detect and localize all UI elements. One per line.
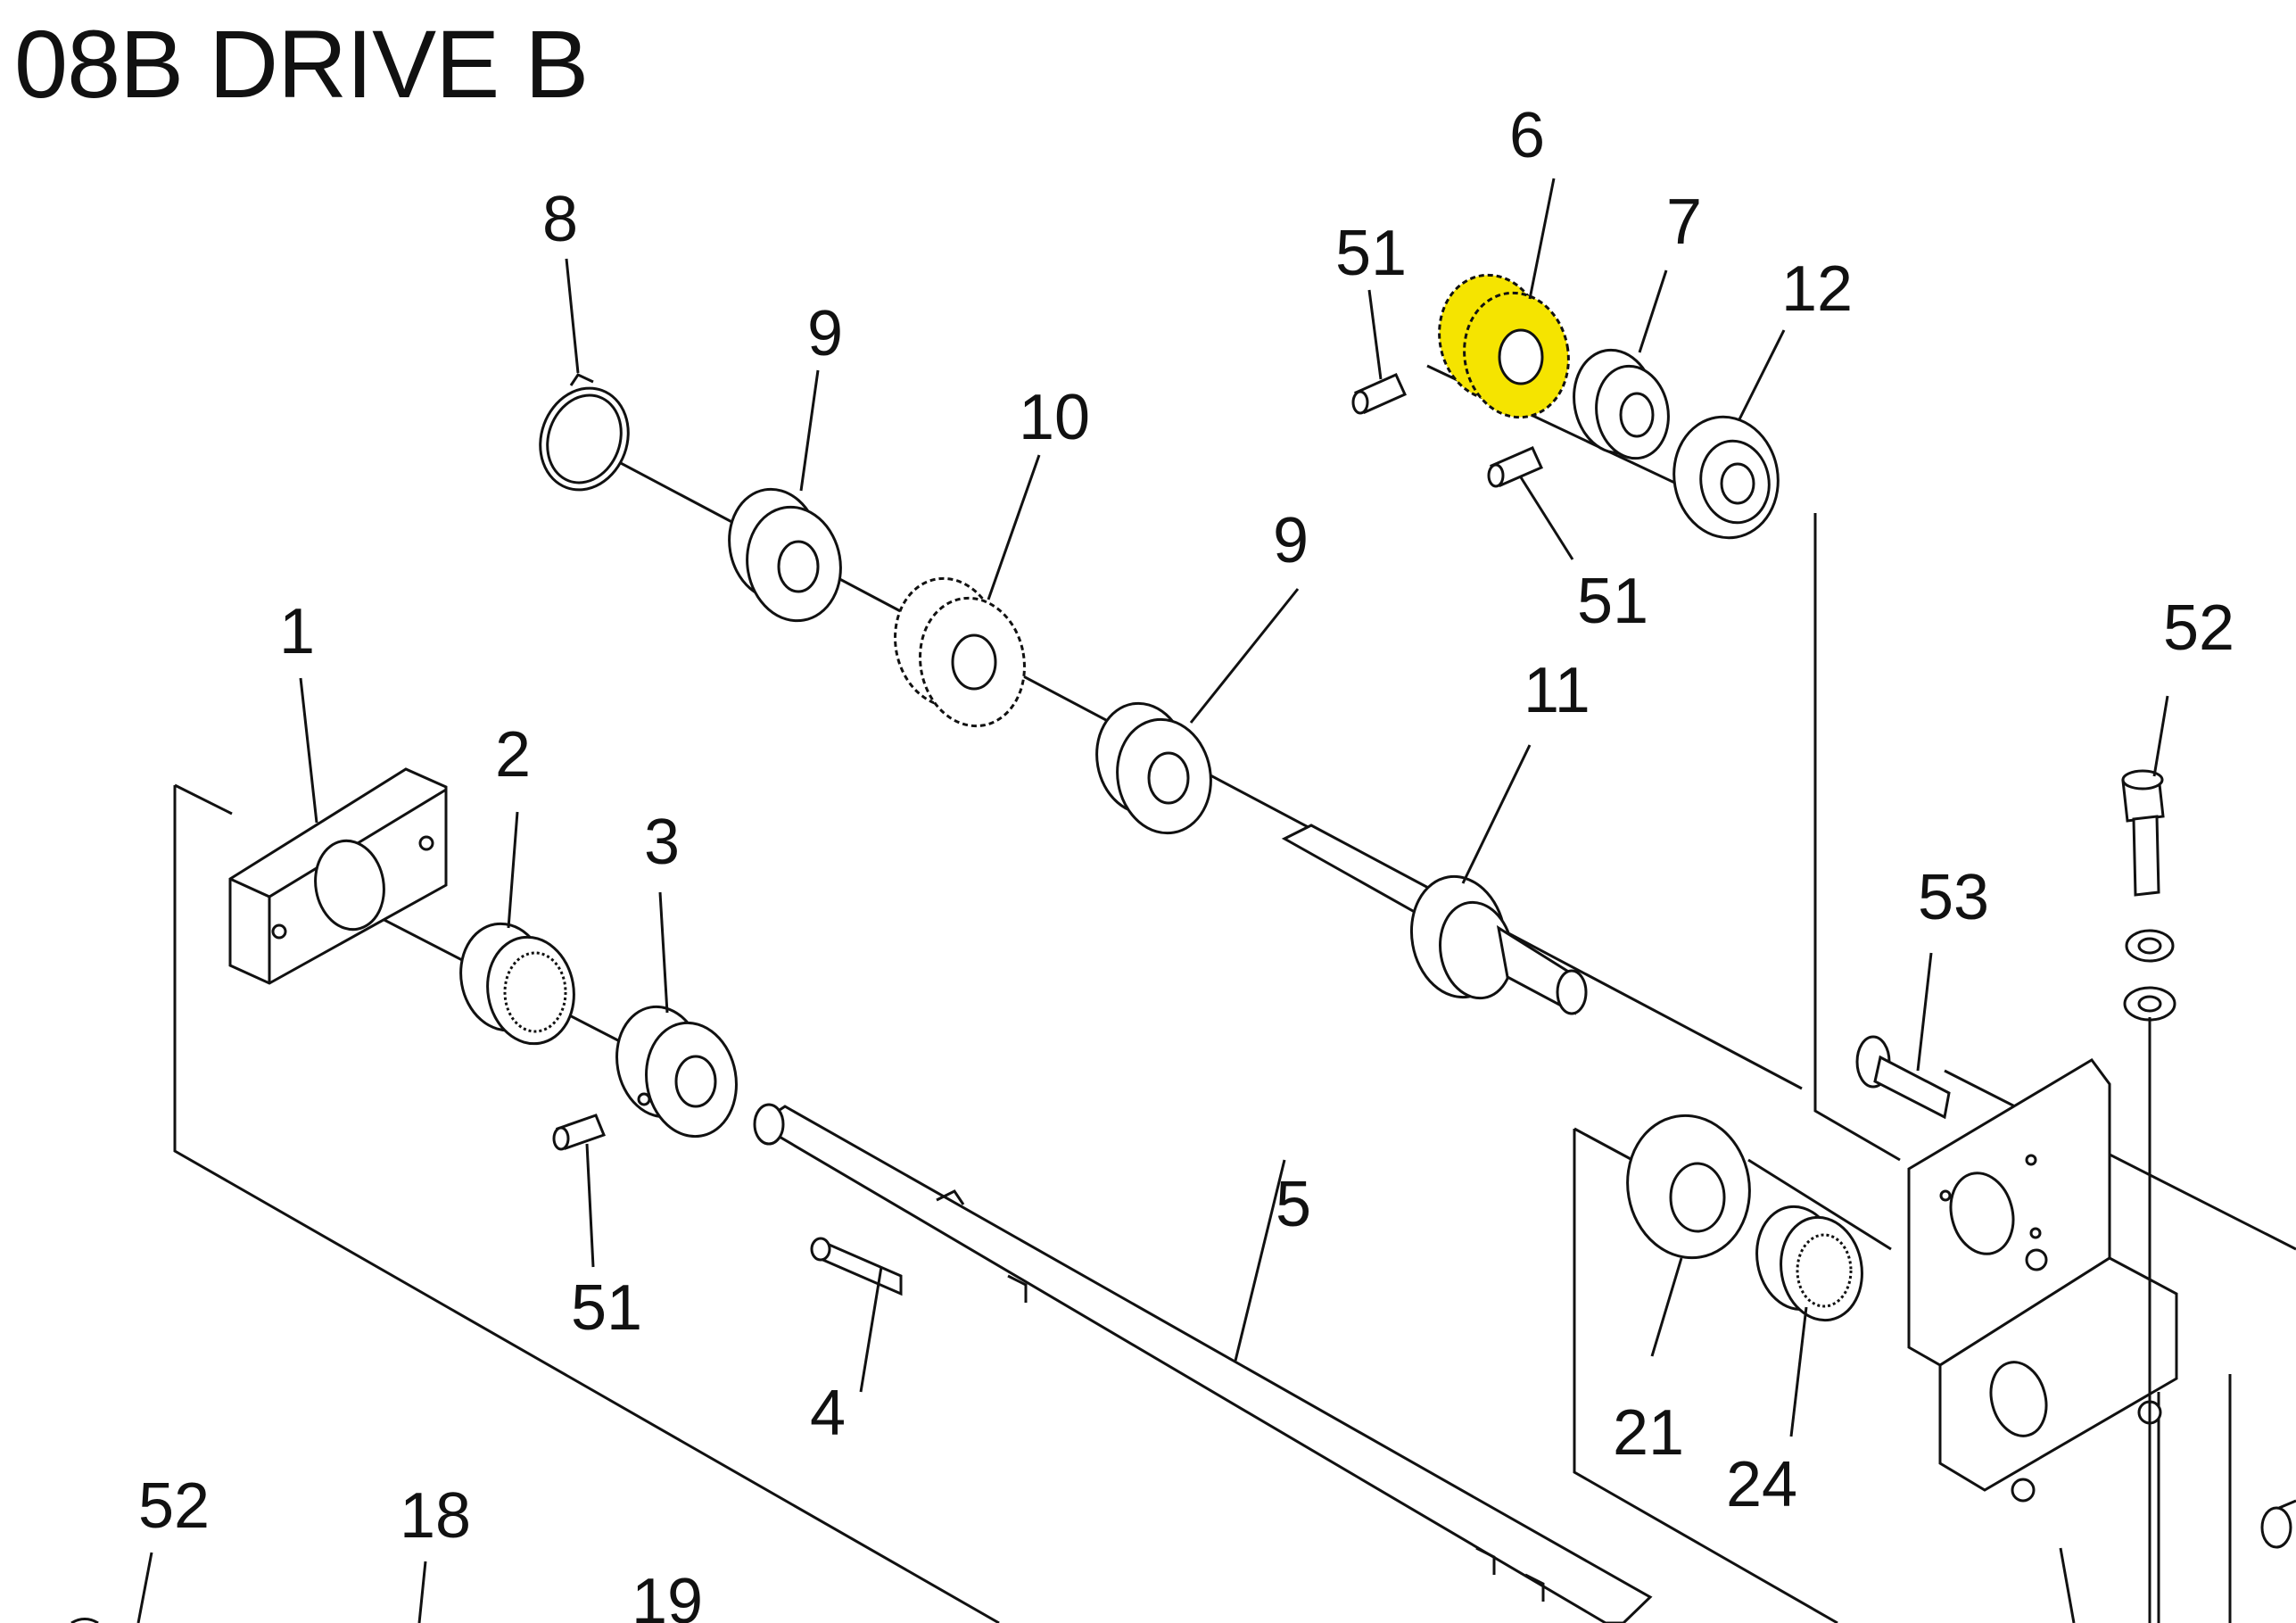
callout-7: 7 [1666,186,1702,258]
callout-51-lower: 51 [571,1272,642,1344]
callout-24: 24 [1726,1449,1797,1520]
part-4-key [810,1237,903,1296]
callout-6: 6 [1509,100,1545,171]
washer-flat [2123,986,2176,1623]
part-6-gear-highlighted [1438,273,1570,419]
callout-3: 3 [644,807,680,878]
callout-9-upper: 9 [807,298,843,369]
frame-outline-left [173,783,1000,1623]
part-9-bushing-lower [1095,701,1212,835]
set-screw-lower [552,1114,606,1151]
set-screw-mid [1487,446,1543,488]
part-52-cap-screw [2121,769,2165,897]
part-5-drive-shaft [753,1103,1653,1623]
part-2-needle-bearing [459,922,575,1046]
callout-21: 21 [1613,1397,1684,1469]
frame-outline-right [1573,513,2232,1623]
partial-part-bottom-left [70,1618,99,1623]
callout-1: 1 [279,596,315,667]
part-11-stepped-shaft [1281,824,1588,1015]
set-screw-upper [1351,373,1407,415]
callout-53: 53 [1918,862,1989,933]
page-title: 08B DRIVE B [14,10,589,118]
part-53-screw [1855,1035,1951,1120]
callout-52-right: 52 [2163,592,2234,664]
callout-51-mid: 51 [1577,566,1648,637]
part-12-ball-bearing [1672,415,1780,540]
part-7-collar [1573,348,1670,460]
callout-10: 10 [1019,382,1090,453]
washer-spring [2125,929,2175,963]
callout-51-upper: 51 [1335,218,1407,289]
part-24-needle-bearing [1755,1205,1863,1322]
callout-2: 2 [495,719,531,791]
partial-part-bottom-right [2260,1499,2296,1549]
part-1-flange [228,767,448,985]
callout-labels: 1 2 3 4 5 6 7 8 9 9 10 11 12 18 19 21 24… [138,100,2234,1623]
callout-9-lower: 9 [1273,505,1309,576]
motor-bracket [1907,1058,2178,1503]
part-3-shaft-collar [615,1005,738,1139]
callout-12: 12 [1781,253,1853,325]
callout-8: 8 [542,184,578,255]
leader-lines [136,178,2169,1623]
part-9-bushing-upper [728,487,842,623]
callout-11: 11 [1524,655,1590,726]
part-21-washer [1626,1114,1751,1260]
callout-4: 4 [810,1378,846,1449]
callout-19: 19 [632,1566,703,1623]
part-10-spur-gear [894,576,1026,728]
callout-52-left: 52 [138,1470,210,1542]
part-8-retaining-ring [539,373,630,492]
callout-18: 18 [400,1480,471,1552]
callout-5: 5 [1276,1169,1311,1240]
